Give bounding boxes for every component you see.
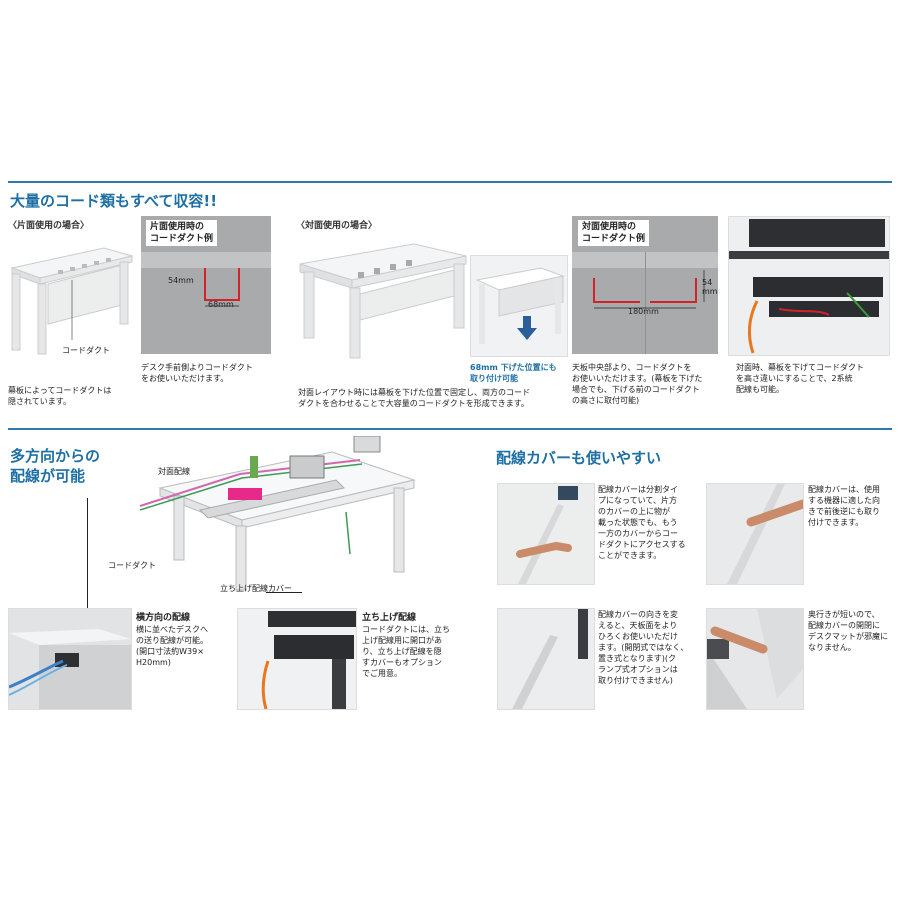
facing-example-title: 対面使用時の コードダクト例 (578, 220, 650, 246)
lateral-wiring-photo (8, 608, 132, 710)
cover-text-2: 配線カバーは、使用 する機器に適した向 きで前後逆にも取り 付けできます。 (808, 485, 880, 527)
cover-photo-4 (706, 608, 804, 710)
two-level-duct-photo (728, 216, 890, 356)
riser-wiring-photo (237, 608, 357, 710)
riser-title: 立ち上げ配線 (362, 613, 417, 623)
facing-dim-height: 54 mm (702, 278, 718, 296)
section3-title: 配線カバーも使いやすい (496, 449, 662, 467)
cover-text-4: 奥行きが短いので、 配線カバーの開閉に デスクマットが邪魔に なりません。 (808, 610, 888, 652)
riser-cover-label: 立ち上げ配線カバー (220, 584, 292, 593)
lateral-text: 横に並べたデスクへ の送り配線が可能。 (開口寸法約W39× H20mm) (136, 625, 208, 667)
facing-caption: 対面レイアウト時には幕板を下げた位置で固定し、両方のコード ダクトを合わせること… (298, 388, 530, 408)
middle-rule (8, 428, 892, 430)
duct-callout-label: コードダクト (108, 561, 156, 570)
section1-title: 大量のコード類もすべて収容!! (10, 192, 218, 210)
cover-text-1: 配線カバーは分割タイ プになっていて、片方 のカバーの上に物が 載った状態でも、… (598, 485, 686, 560)
single-example-caption: デスク手前側よりコードダクト をお使いいただけます。 (141, 363, 253, 383)
top-rule (8, 181, 892, 183)
single-caption: 幕板によってコードダクトは 隠されています。 (8, 386, 112, 406)
multi-direction-desk-illustration (139, 436, 416, 591)
cover-photo-2 (706, 483, 804, 585)
cover-photo-3 (497, 608, 595, 710)
facing-wiring-label: 対面配線 (158, 467, 190, 476)
duct-label: コードダクト (62, 346, 110, 355)
section2-title: 多方向からの 配線が可能 (10, 447, 101, 485)
callout-line-riser (266, 592, 302, 593)
facing-dim-width: 180mm (628, 307, 659, 316)
two-level-photo-caption: 対面時、幕板を下げてコードダクト を高さ違いにすることで、2系統 配線も可能。 (736, 363, 864, 394)
single-desk-illustration (10, 247, 134, 355)
lateral-title: 横方向の配線 (136, 613, 191, 623)
lowered-caption: 68mm 下げた位置にも 取り付け可能 (470, 363, 557, 383)
single-dim-width: 68mm (208, 300, 234, 309)
callout-line-lateral (87, 498, 88, 608)
riser-text: コードダクトには、立ち 上げ配線用に開口があ り、立ち上げ配線を隠 すカバーもオ… (362, 625, 450, 678)
facing-example-caption: 天板中央部より、コードダクトを お使いいただけます。(幕板を下げた 場合でも、下… (572, 363, 703, 405)
single-example-title: 片面使用時の コードダクト例 (146, 220, 218, 246)
single-dim-height: 54mm (168, 276, 194, 285)
cover-photo-1 (497, 483, 595, 585)
cover-text-3: 配線カバーの向きを変 えると、天板面をより ひろくお使いいただけ ます。(開閉式… (598, 610, 689, 685)
single-use-header: 〈片面使用の場合〉 (8, 221, 90, 231)
facing-use-header: 〈対面使用の場合〉 (296, 221, 378, 231)
lowered-panel-photo (470, 255, 568, 357)
facing-desk-illustration (299, 243, 467, 359)
